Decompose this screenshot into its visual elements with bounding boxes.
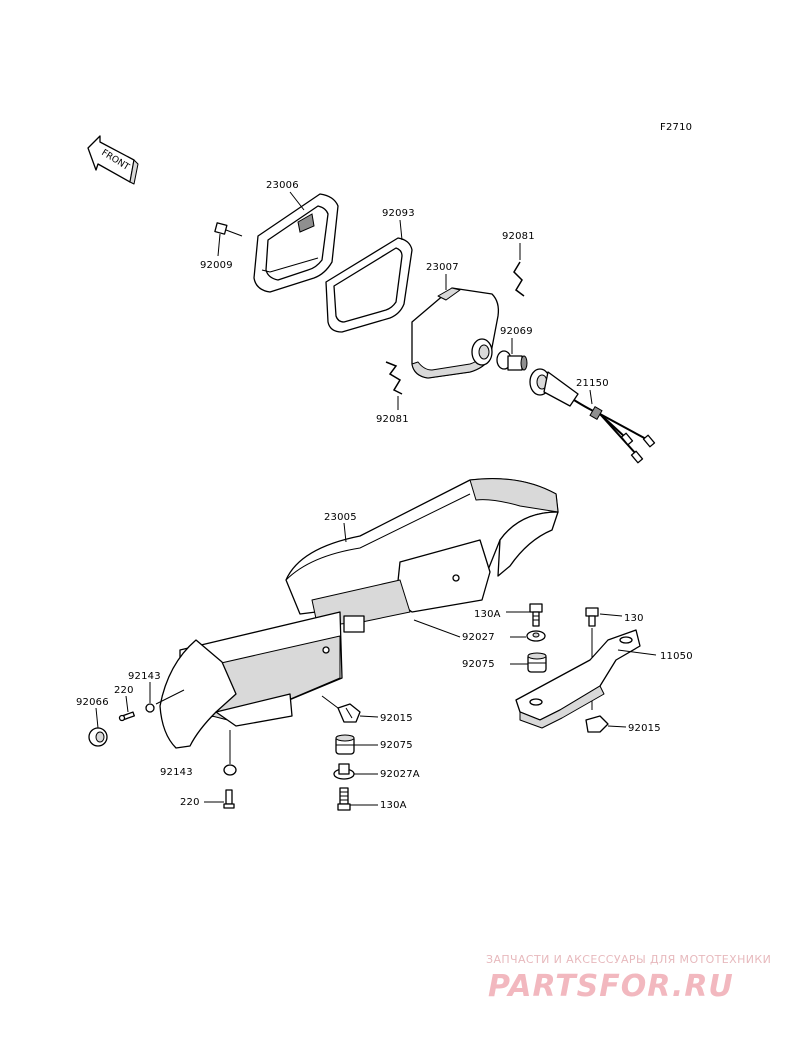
screw-220-lower — [223, 789, 235, 809]
watermark-logo: PARTSFOR.RU — [488, 969, 734, 1004]
label-92015-left: 92015 — [380, 713, 413, 724]
cap-92066 — [88, 727, 108, 747]
front-arrow-icon: FRONT — [87, 135, 139, 185]
collar-92027-upper — [526, 630, 546, 642]
label-130A-right: 130A — [474, 609, 501, 620]
label-92143-lower: 92143 — [160, 767, 193, 778]
label-23006: 23006 — [266, 180, 299, 191]
label-92143-upper: 92143 — [128, 671, 161, 682]
spring-92081-upper — [513, 261, 525, 297]
label-21150: 21150 — [576, 378, 609, 389]
label-92015-right: 92015 — [628, 723, 661, 734]
label-92093: 92093 — [382, 208, 415, 219]
bolt-130A-right — [529, 603, 543, 627]
gasket-92093 — [325, 237, 413, 333]
nut-92015-right — [585, 715, 609, 733]
label-220-upper: 220 — [114, 685, 134, 696]
label-92027-upper: 92027 — [462, 632, 495, 643]
label-92081-upper: 92081 — [502, 231, 535, 242]
label-130: 130 — [624, 613, 644, 624]
figure-code: F2710 — [660, 122, 692, 133]
label-92075-upper: 92075 — [462, 659, 495, 670]
label-92075-lower: 92075 — [380, 740, 413, 751]
label-92027A: 92027A — [380, 769, 420, 780]
screw-220-upper — [118, 711, 135, 722]
damper-92075-upper — [527, 652, 547, 673]
bolt-130A-lower — [337, 787, 351, 811]
label-23005: 23005 — [324, 512, 357, 523]
grommet-92143-upper — [145, 703, 155, 713]
headlamp-body — [411, 287, 500, 379]
collar-92027A — [333, 763, 355, 780]
bracket-11050 — [515, 629, 641, 729]
grommet-92143-lower — [223, 764, 237, 776]
label-130A-lower: 130A — [380, 800, 407, 811]
label-92081-lower: 92081 — [376, 414, 409, 425]
label-220-lower: 220 — [180, 797, 200, 808]
label-92069: 92069 — [500, 326, 533, 337]
headlamp-bezel — [253, 193, 339, 293]
bolt-92009 — [214, 222, 243, 237]
damper-92075-lower — [335, 734, 355, 755]
watermark-tagline: ЗАПЧАСТИ И АКСЕССУАРЫ ДЛЯ МОТОТЕХНИКИ — [486, 953, 771, 966]
nut-92015-left — [337, 703, 361, 723]
label-23007: 23007 — [426, 262, 459, 273]
bolt-130 — [585, 607, 599, 627]
socket-wire-21150 — [529, 368, 656, 464]
headlamp-housing-23005 — [159, 477, 559, 749]
spring-92081-lower — [385, 361, 403, 395]
label-11050: 11050 — [660, 651, 693, 662]
bulb-92069 — [496, 350, 528, 371]
label-92066: 92066 — [76, 697, 109, 708]
label-92009: 92009 — [200, 260, 233, 271]
